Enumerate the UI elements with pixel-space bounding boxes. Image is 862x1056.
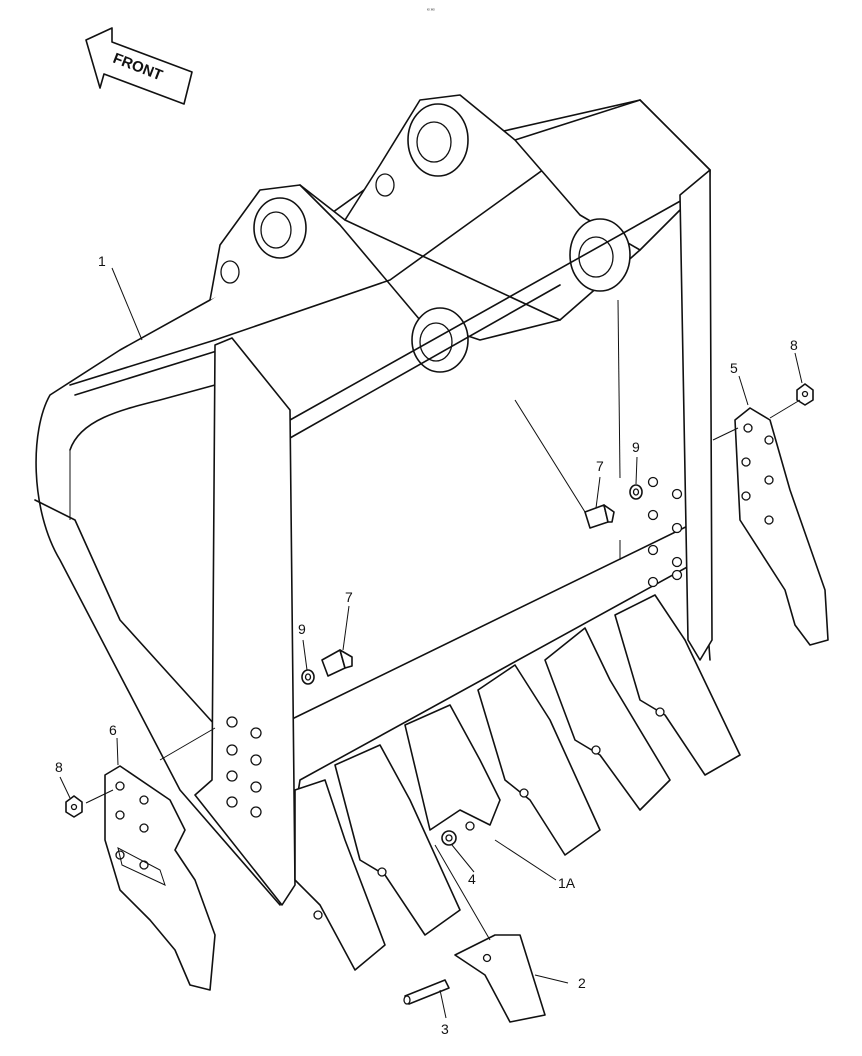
tooth-point bbox=[454, 934, 546, 1023]
adapter-5 bbox=[544, 627, 671, 811]
callout-9-right: 9 bbox=[632, 439, 640, 455]
adapter-2 bbox=[334, 744, 461, 936]
front-direction-arrow: FRONT bbox=[85, 27, 193, 105]
corner-code: ₓₓ ₓₓₓ bbox=[427, 6, 435, 11]
callout-1a: 1A bbox=[558, 875, 576, 891]
side-cutter-left bbox=[104, 765, 216, 991]
tooth-adapters bbox=[294, 594, 741, 971]
pin-boss-2 bbox=[407, 103, 469, 177]
adapter-6 bbox=[614, 594, 741, 776]
callout-7-left: 7 bbox=[345, 589, 353, 605]
right-side-holes bbox=[647, 476, 683, 588]
tooth-pin bbox=[403, 979, 450, 1005]
callout-5: 5 bbox=[730, 360, 738, 376]
pin-boss-4 bbox=[569, 218, 631, 292]
pin-boss-3 bbox=[411, 307, 469, 373]
bucket-body bbox=[34, 94, 713, 906]
adapter-1 bbox=[294, 779, 386, 971]
callout-2: 2 bbox=[578, 975, 586, 991]
callout-1: 1 bbox=[98, 253, 106, 269]
nut-left bbox=[65, 795, 83, 818]
pin-boss-1 bbox=[253, 197, 307, 259]
adapter-4 bbox=[477, 664, 601, 856]
callout-9-left: 9 bbox=[298, 621, 306, 637]
leader-lines bbox=[59, 267, 803, 1019]
left-side-plate bbox=[194, 337, 296, 906]
washer-right bbox=[629, 484, 643, 500]
washer-left bbox=[301, 669, 315, 685]
callout-3: 3 bbox=[441, 1021, 449, 1037]
callout-7-right: 7 bbox=[596, 458, 604, 474]
callout-labels: 1 1A 2 3 4 5 6 7 7 8 8 9 9 bbox=[55, 253, 798, 1037]
bolt-left bbox=[321, 649, 353, 677]
bolt-right bbox=[584, 504, 615, 529]
callout-6: 6 bbox=[109, 722, 117, 738]
lock-washer bbox=[441, 830, 457, 846]
callout-8-right: 8 bbox=[790, 337, 798, 353]
callout-8-left: 8 bbox=[55, 759, 63, 775]
side-cutter-right bbox=[734, 407, 829, 646]
nut-right bbox=[796, 383, 814, 406]
callout-4: 4 bbox=[468, 871, 476, 887]
adapter-3 bbox=[404, 704, 501, 831]
